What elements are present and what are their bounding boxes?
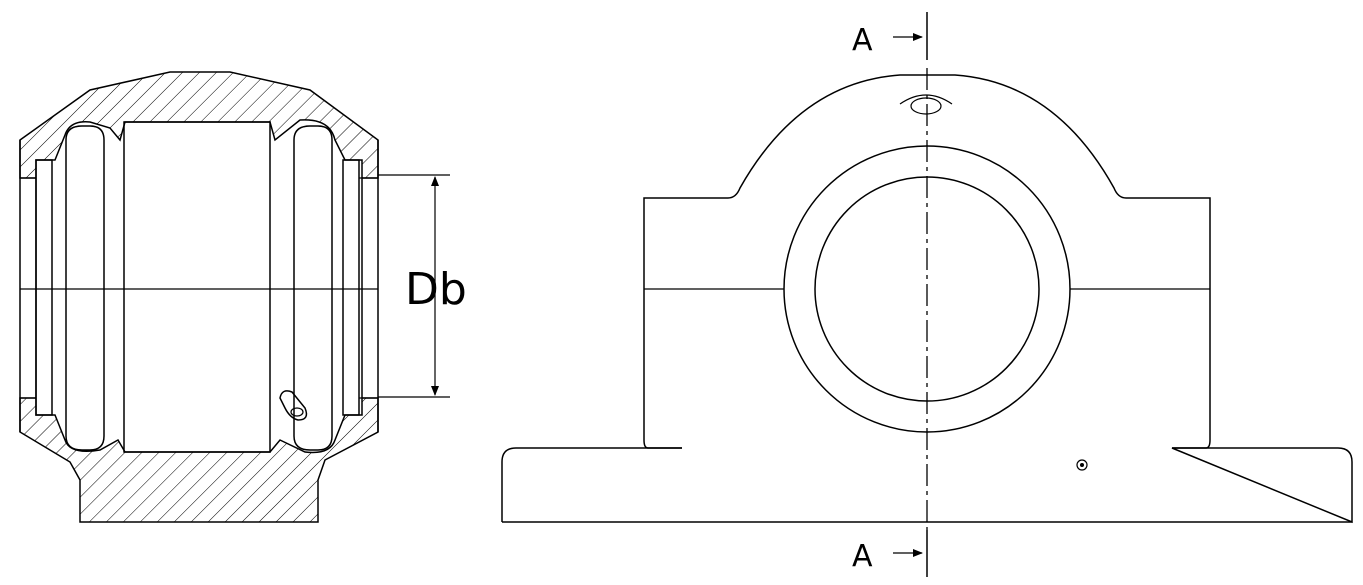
- section-label-bottom: A: [852, 539, 873, 574]
- section-label-top: A: [852, 23, 873, 58]
- db-label: Db: [405, 264, 467, 315]
- base-screw: [1076, 459, 1088, 471]
- front-view: A A: [501, 12, 1353, 577]
- grease-fitting: [279, 390, 308, 421]
- left-seal: [35, 159, 53, 416]
- right-roller: [293, 125, 333, 451]
- inner-sleeve: [123, 121, 271, 453]
- bearing-cavity: [35, 119, 363, 454]
- base-plate: [501, 447, 1353, 524]
- left-roller: [65, 125, 105, 451]
- right-seal: [342, 159, 360, 416]
- lube-hole: [910, 97, 942, 115]
- section-view: Db: [19, 71, 467, 523]
